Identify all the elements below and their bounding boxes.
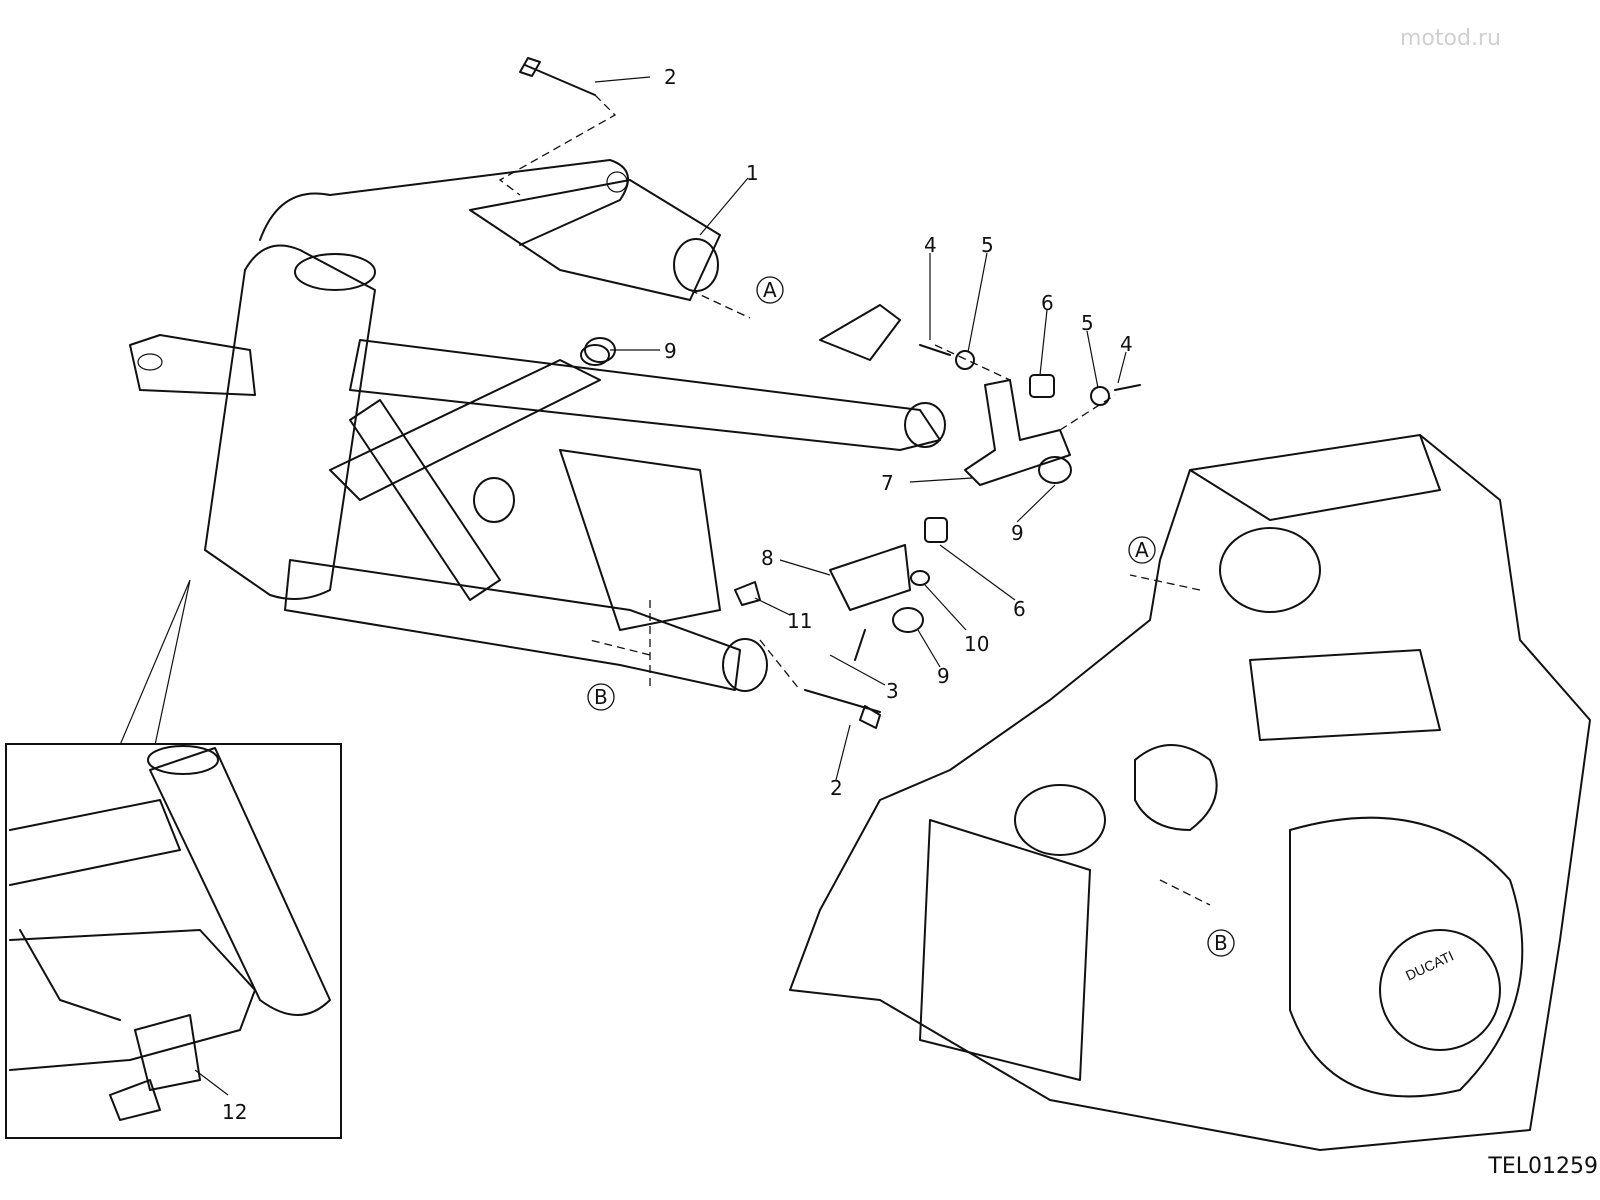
drawing-code: TEL01259	[1487, 1154, 1598, 1179]
ref-b-engine: B	[1214, 931, 1228, 955]
engine-brand-logo: DUCATI	[1403, 948, 1456, 984]
callout-11: 11	[787, 609, 812, 633]
hardware-parts	[519, 57, 1141, 729]
callout-1: 1	[746, 161, 759, 185]
callout-4-left: 4	[924, 233, 937, 257]
callout-7: 7	[881, 471, 894, 495]
watermark-text: motod.ru	[1400, 26, 1501, 51]
callout-9-mid: 9	[1011, 521, 1024, 545]
callout-2-top: 2	[664, 65, 677, 89]
ref-a-frame: A	[763, 278, 777, 302]
callout-8: 8	[761, 546, 774, 570]
callout-9-bottom: 9	[937, 664, 950, 688]
callout-10: 10	[964, 632, 989, 656]
callout-2-bottom: 2	[830, 776, 843, 800]
reference-markers: A A B B	[587, 276, 1235, 957]
callout-9-top: 9	[664, 339, 677, 363]
ref-a-engine: A	[1135, 538, 1149, 562]
leader-lines	[119, 76, 1211, 906]
frame-drawing	[129, 159, 946, 692]
callout-labels: 1 2 2 3 4 4 5 5 6 6 7 8 9 9 9 10 11 12	[222, 65, 1133, 1124]
callout-4-right: 4	[1120, 332, 1133, 356]
callout-6-bottom: 6	[1013, 597, 1026, 621]
callout-12: 12	[222, 1100, 247, 1124]
callout-5-right: 5	[1081, 311, 1094, 335]
callout-5-left: 5	[981, 233, 994, 257]
engine-drawing: DUCATI	[789, 434, 1591, 1151]
ref-b-frame: B	[594, 685, 608, 709]
detail-inset	[5, 743, 342, 1139]
callout-6-top: 6	[1041, 291, 1054, 315]
callout-3: 3	[886, 679, 899, 703]
